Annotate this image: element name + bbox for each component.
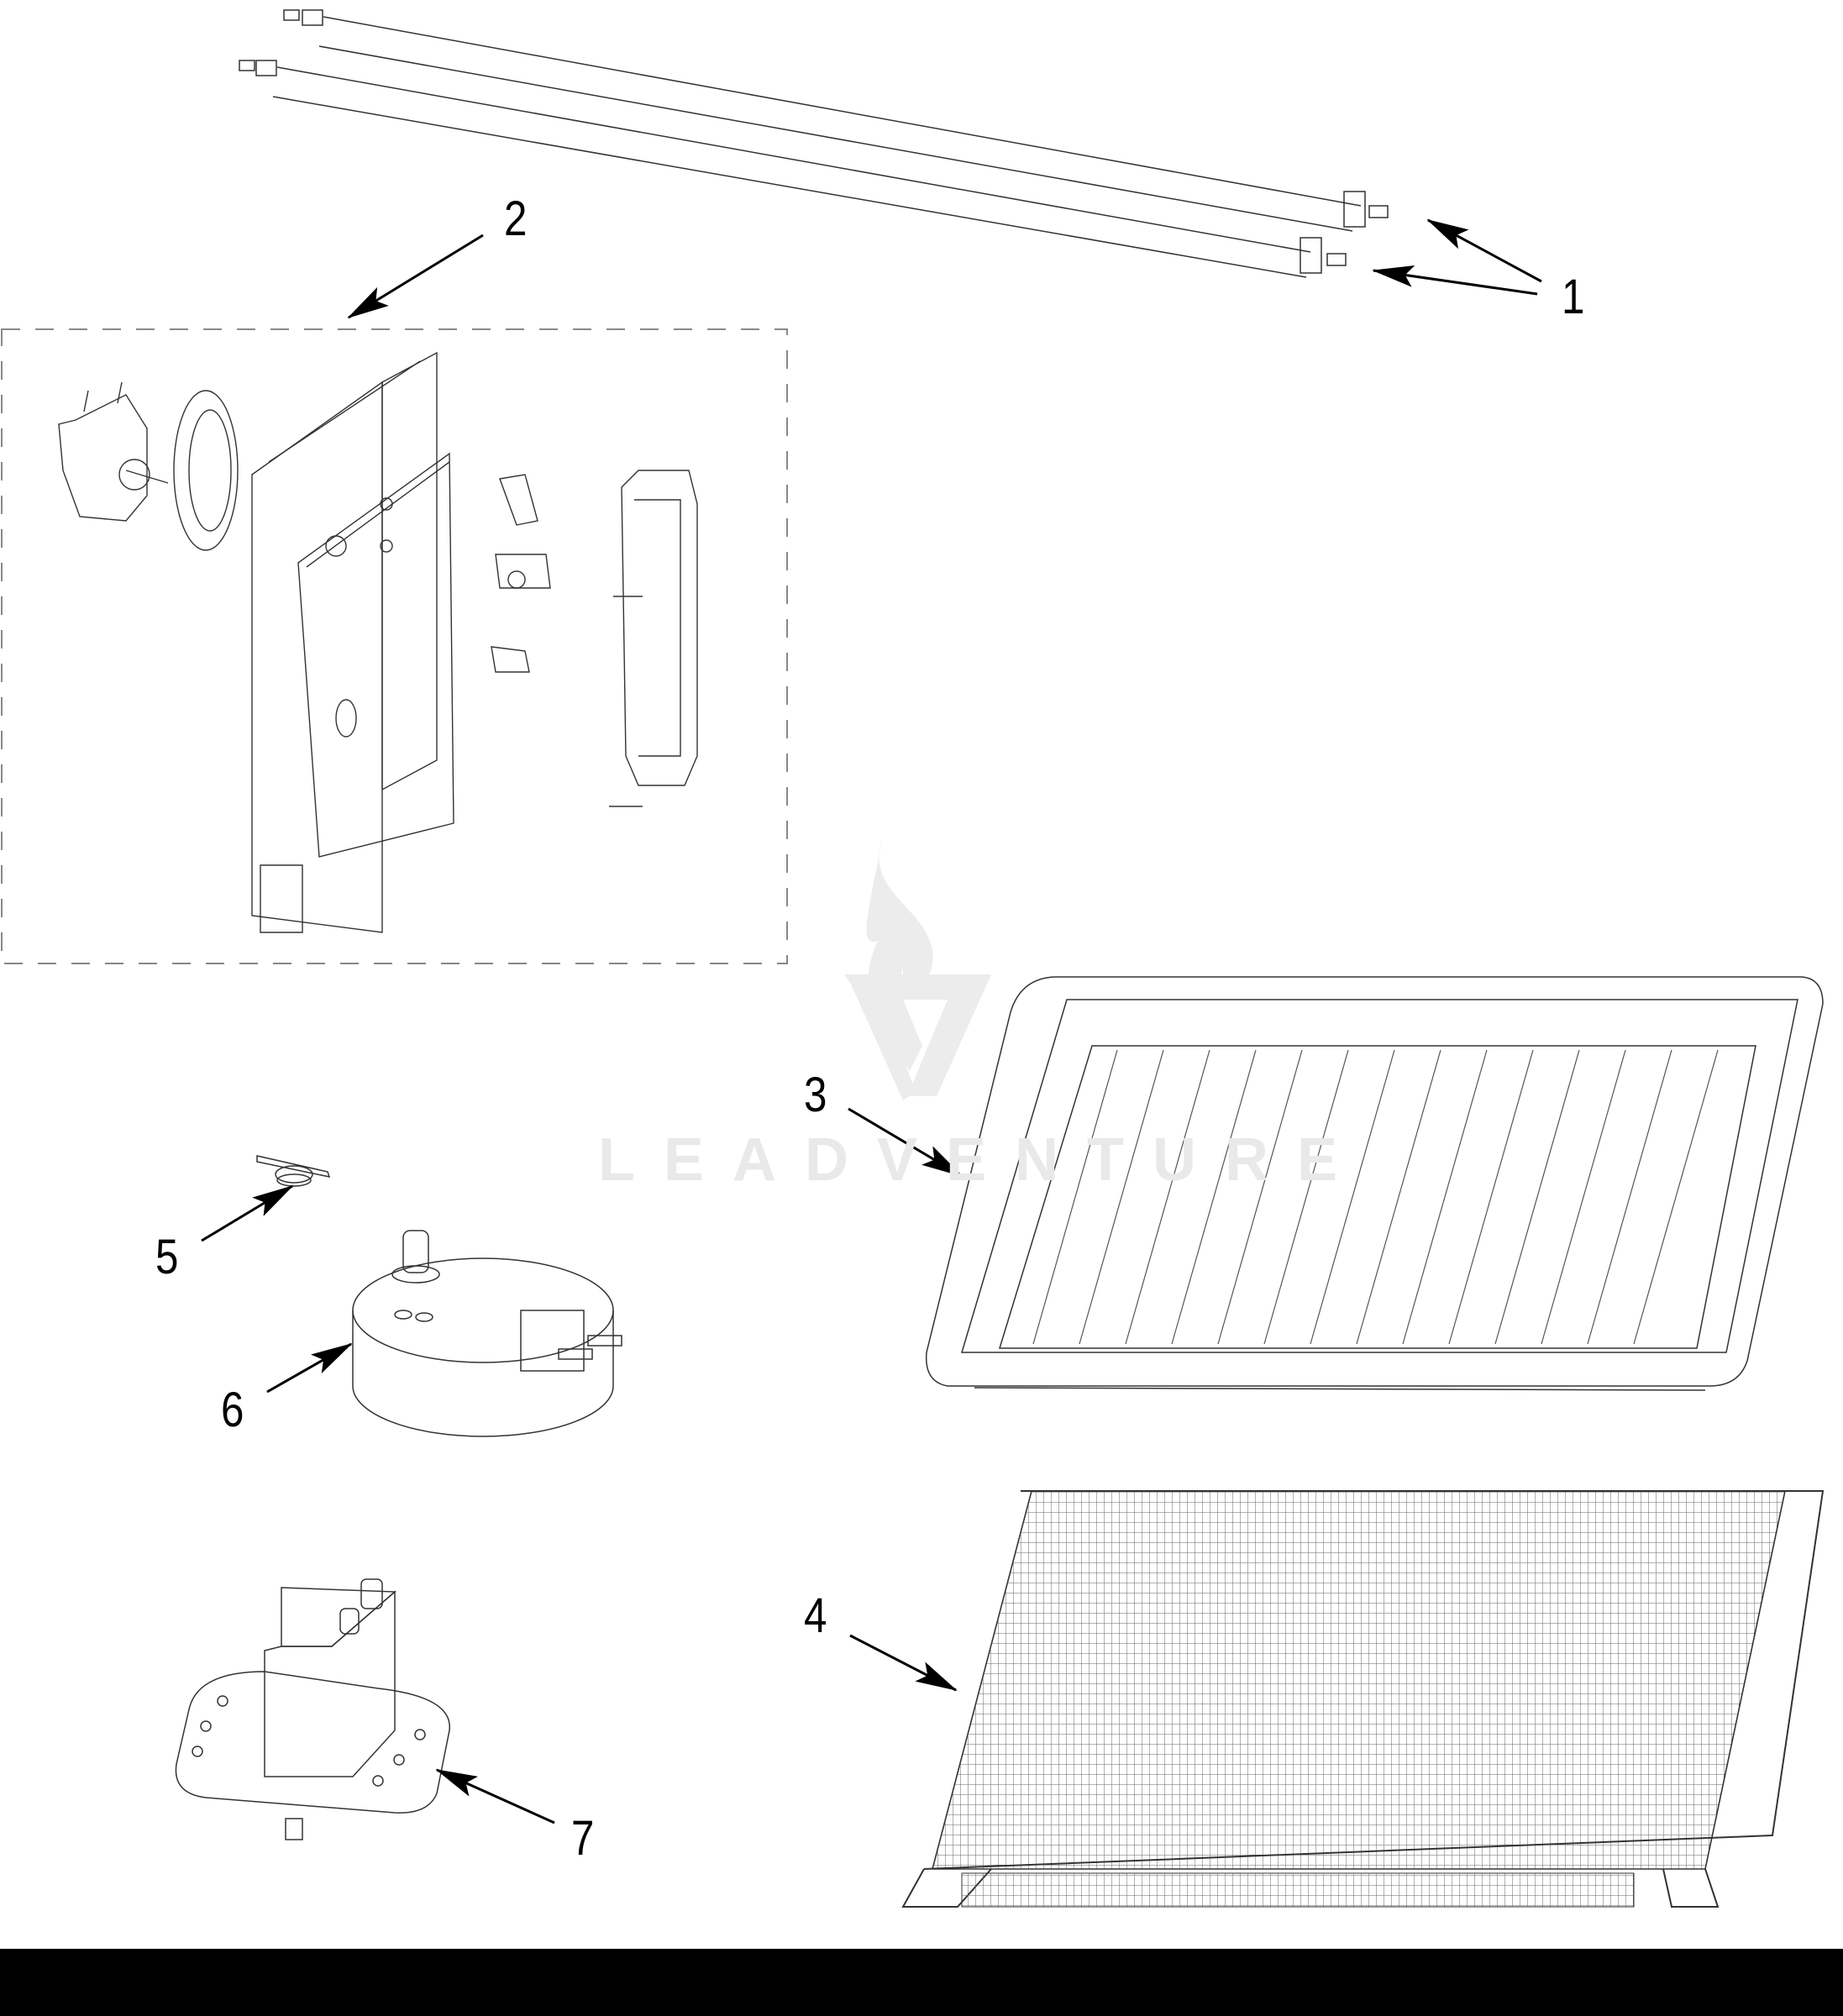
assembly-group-frame xyxy=(1,328,788,964)
callout-arrows xyxy=(201,218,1542,1824)
callout-2[interactable]: 2 xyxy=(504,192,528,246)
air-fry-mesh-basket xyxy=(901,1490,1825,1908)
baking-tray xyxy=(925,976,1824,1391)
callout-3[interactable]: 3 xyxy=(804,1068,827,1122)
watermark-logo-icon xyxy=(844,840,991,1100)
callout-4[interactable]: 4 xyxy=(804,1588,827,1643)
convection-fan-assembly xyxy=(58,351,698,933)
heating-element-tubes xyxy=(239,9,1389,278)
callout-1[interactable]: 1 xyxy=(1562,270,1585,324)
parts-diagram-canvas: LEADVENTURE 1 2 3 4 5 6 7 xyxy=(1,9,1825,1908)
callout-5[interactable]: 5 xyxy=(155,1230,179,1284)
switch-module-plate xyxy=(175,1578,450,1840)
clip-spring xyxy=(256,1155,331,1187)
diagram-drawing xyxy=(1,9,1825,1908)
watermark-text: LEADVENTURE xyxy=(598,1126,1367,1194)
footer-black-bar xyxy=(0,1949,1843,2016)
callout-6[interactable]: 6 xyxy=(221,1383,244,1437)
rotisserie-motor xyxy=(352,1230,622,1437)
callout-7[interactable]: 7 xyxy=(571,1811,595,1866)
